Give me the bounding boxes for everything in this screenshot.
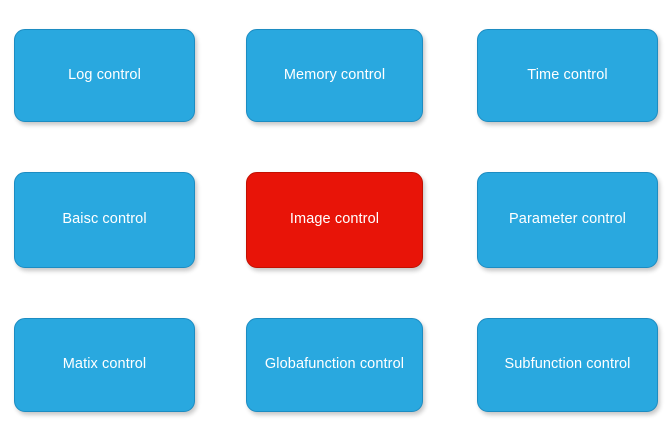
node-label: Image control: [289, 211, 380, 228]
node-globafunction-control[interactable]: Globafunction control: [246, 318, 423, 412]
node-time-control[interactable]: Time control: [477, 29, 658, 122]
node-label: Subfunction control: [504, 356, 631, 373]
node-log-control[interactable]: Log control: [14, 29, 195, 122]
node-baisc-control[interactable]: Baisc control: [14, 172, 195, 268]
node-subfunction-control[interactable]: Subfunction control: [477, 318, 658, 412]
node-label: Globafunction control: [264, 356, 405, 373]
node-image-control[interactable]: Image control: [246, 172, 423, 268]
node-parameter-control[interactable]: Parameter control: [477, 172, 658, 268]
node-matix-control[interactable]: Matix control: [14, 318, 195, 412]
node-label: Matix control: [62, 356, 147, 373]
node-label: Log control: [68, 66, 141, 83]
node-label: Memory control: [283, 66, 386, 83]
node-label: Baisc control: [62, 211, 147, 228]
node-label: Parameter control: [509, 211, 626, 228]
node-label: Time control: [527, 66, 608, 83]
node-memory-control[interactable]: Memory control: [246, 29, 423, 122]
